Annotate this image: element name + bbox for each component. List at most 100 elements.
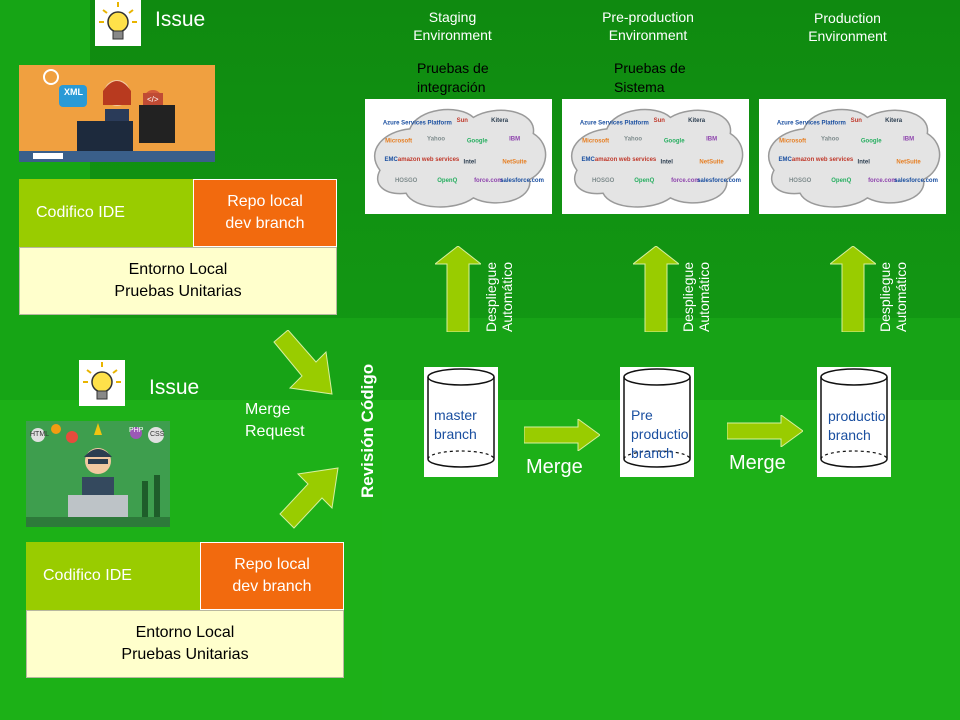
deploy-line2: Automático [499, 261, 515, 332]
deploy-label-production: Despliegue Automático [877, 262, 909, 332]
integration-tests-label: Pruebas de integración [417, 59, 489, 97]
cloud-logo-text: Sun [457, 118, 469, 124]
branch-line2: branch [828, 427, 871, 443]
cloud-logo-text: HOSGO [592, 178, 615, 184]
cloud-logo-text: EMC [385, 157, 399, 163]
production-branch-cylinder: productio branch [817, 367, 891, 477]
cloud-logo-text: Intel [464, 159, 477, 165]
developer-image-top: XML </> [19, 65, 215, 162]
cloud-logo-text: HOSGO [789, 178, 812, 184]
branch-label: productio branch [828, 407, 886, 445]
deploy-line1: Despliegue [877, 261, 893, 332]
deploy-arrow-production [830, 246, 876, 332]
env-name-line1: Pre-production [602, 9, 694, 25]
branch-line1: productio [828, 408, 886, 424]
repo-local-box-bottom: Repo local dev branch [200, 542, 344, 610]
codifico-ide-label: Codifico IDE [43, 567, 132, 584]
cloud-logo-text: Yahoo [427, 136, 445, 142]
env-name-line2: Environment [413, 27, 492, 43]
cloud-logo-text: salesforce.com [894, 178, 938, 184]
cloud-logo-text: NetSuite [896, 159, 921, 165]
entorno-local-box-bottom: Entorno Local Pruebas Unitarias [26, 610, 344, 678]
env-name-line2: Environment [808, 28, 887, 44]
css-badge: CSS [150, 431, 165, 438]
deploy-line2: Automático [696, 261, 712, 332]
merge-request-arrow-down [273, 330, 333, 395]
merge-request-label: Merge Request [245, 399, 305, 443]
cloud-logo-text: Sun [654, 118, 666, 124]
cloud-logo-text: IBM [903, 136, 914, 142]
cloud-logo-text: Azure Services Platform [777, 120, 846, 126]
cloud-logo-text: force.com [868, 178, 897, 184]
php-badge: PHP [129, 427, 144, 434]
entorno-local-line2: Pruebas Unitarias [114, 283, 242, 300]
deploy-line1: Despliegue [483, 261, 499, 332]
repo-local-line2: dev branch [232, 578, 312, 595]
html-badge: HTML [30, 431, 50, 438]
cloud-logo-text: Kitera [688, 118, 706, 124]
preproduction-branch-cylinder: Pre productio branch [620, 367, 694, 477]
entorno-local-line2: Pruebas Unitarias [121, 646, 249, 663]
cloud-logo-text: NetSuite [502, 159, 527, 165]
env-name-line1: Production [814, 10, 881, 26]
cloud-logo-text: Yahoo [624, 136, 642, 142]
cloud-logo-text: Kitera [885, 118, 903, 124]
repo-local-box-top: Repo local dev branch [193, 179, 337, 247]
deploy-arrow-staging [435, 246, 481, 332]
deploy-label-staging: Despliegue Automático [483, 262, 515, 332]
cloud-logo-text: Microsoft [385, 139, 412, 145]
code-review-label: Revisión Código [358, 363, 377, 498]
deploy-line1: Despliegue [680, 261, 696, 332]
cloud-logo-text: amazon web services [398, 157, 460, 163]
entorno-local-line1: Entorno Local [135, 624, 235, 641]
cloud-logo-text: HOSGO [395, 178, 418, 184]
entorno-local-line1: Entorno Local [128, 261, 228, 278]
cloud-logo-text: OpenQ [437, 178, 457, 184]
lightbulb-icon [95, 0, 141, 46]
repo-local-line2: dev branch [225, 215, 305, 232]
branch-line3: branch [631, 445, 674, 461]
cloud-logo-text: amazon web services [595, 157, 657, 163]
issue-label-top: Issue [155, 8, 206, 31]
cloud-logo-text: Sun [851, 118, 863, 124]
cloud-logo-text: force.com [474, 178, 503, 184]
test-line1: Pruebas de [417, 60, 489, 76]
preproduction-env-label: Pre-production Environment [588, 8, 708, 44]
system-tests-label: Pruebas de Sistema [614, 59, 686, 97]
production-env-label: Production Environment [795, 9, 900, 45]
merge-request-line1: Merge [245, 401, 291, 418]
test-line2: Sistema [614, 79, 665, 95]
codifico-ide-label: Codifico IDE [36, 204, 125, 221]
cloud-logo-text: EMC [779, 157, 793, 163]
deploy-label-preproduction: Despliegue Automático [680, 262, 712, 332]
cloud-logo-text: Google [861, 139, 882, 145]
cloud-logo-text: Intel [661, 159, 674, 165]
repo-local-line1: Repo local [227, 193, 303, 210]
merge-request-line2: Request [245, 423, 305, 440]
xml-badge: XML [64, 87, 83, 97]
env-name-line2: Environment [608, 27, 688, 43]
staging-env-label: Staging Environment [405, 8, 500, 44]
cloud-logo-text: Kitera [491, 118, 509, 124]
merge-request-arrow-up [279, 467, 339, 529]
branch-label: master branch [434, 406, 477, 444]
cloud-logo-text: OpenQ [634, 178, 654, 184]
deploy-line2: Automático [893, 261, 909, 332]
cloud-logo-text: Intel [858, 159, 871, 165]
lightbulb-icon [79, 360, 125, 406]
cloud-logo-text: IBM [706, 136, 717, 142]
merge-arrow-1 [524, 419, 600, 451]
merge-label-1: Merge [526, 456, 583, 478]
branch-line2: branch [434, 426, 477, 442]
cloud-logo-text: EMC [582, 157, 596, 163]
issue-label-bottom: Issue [149, 376, 200, 399]
cloud-logo-text: OpenQ [831, 178, 851, 184]
branch-label: Pre productio branch [631, 406, 689, 463]
codifico-ide-box-top: Codifico IDE [19, 179, 194, 247]
